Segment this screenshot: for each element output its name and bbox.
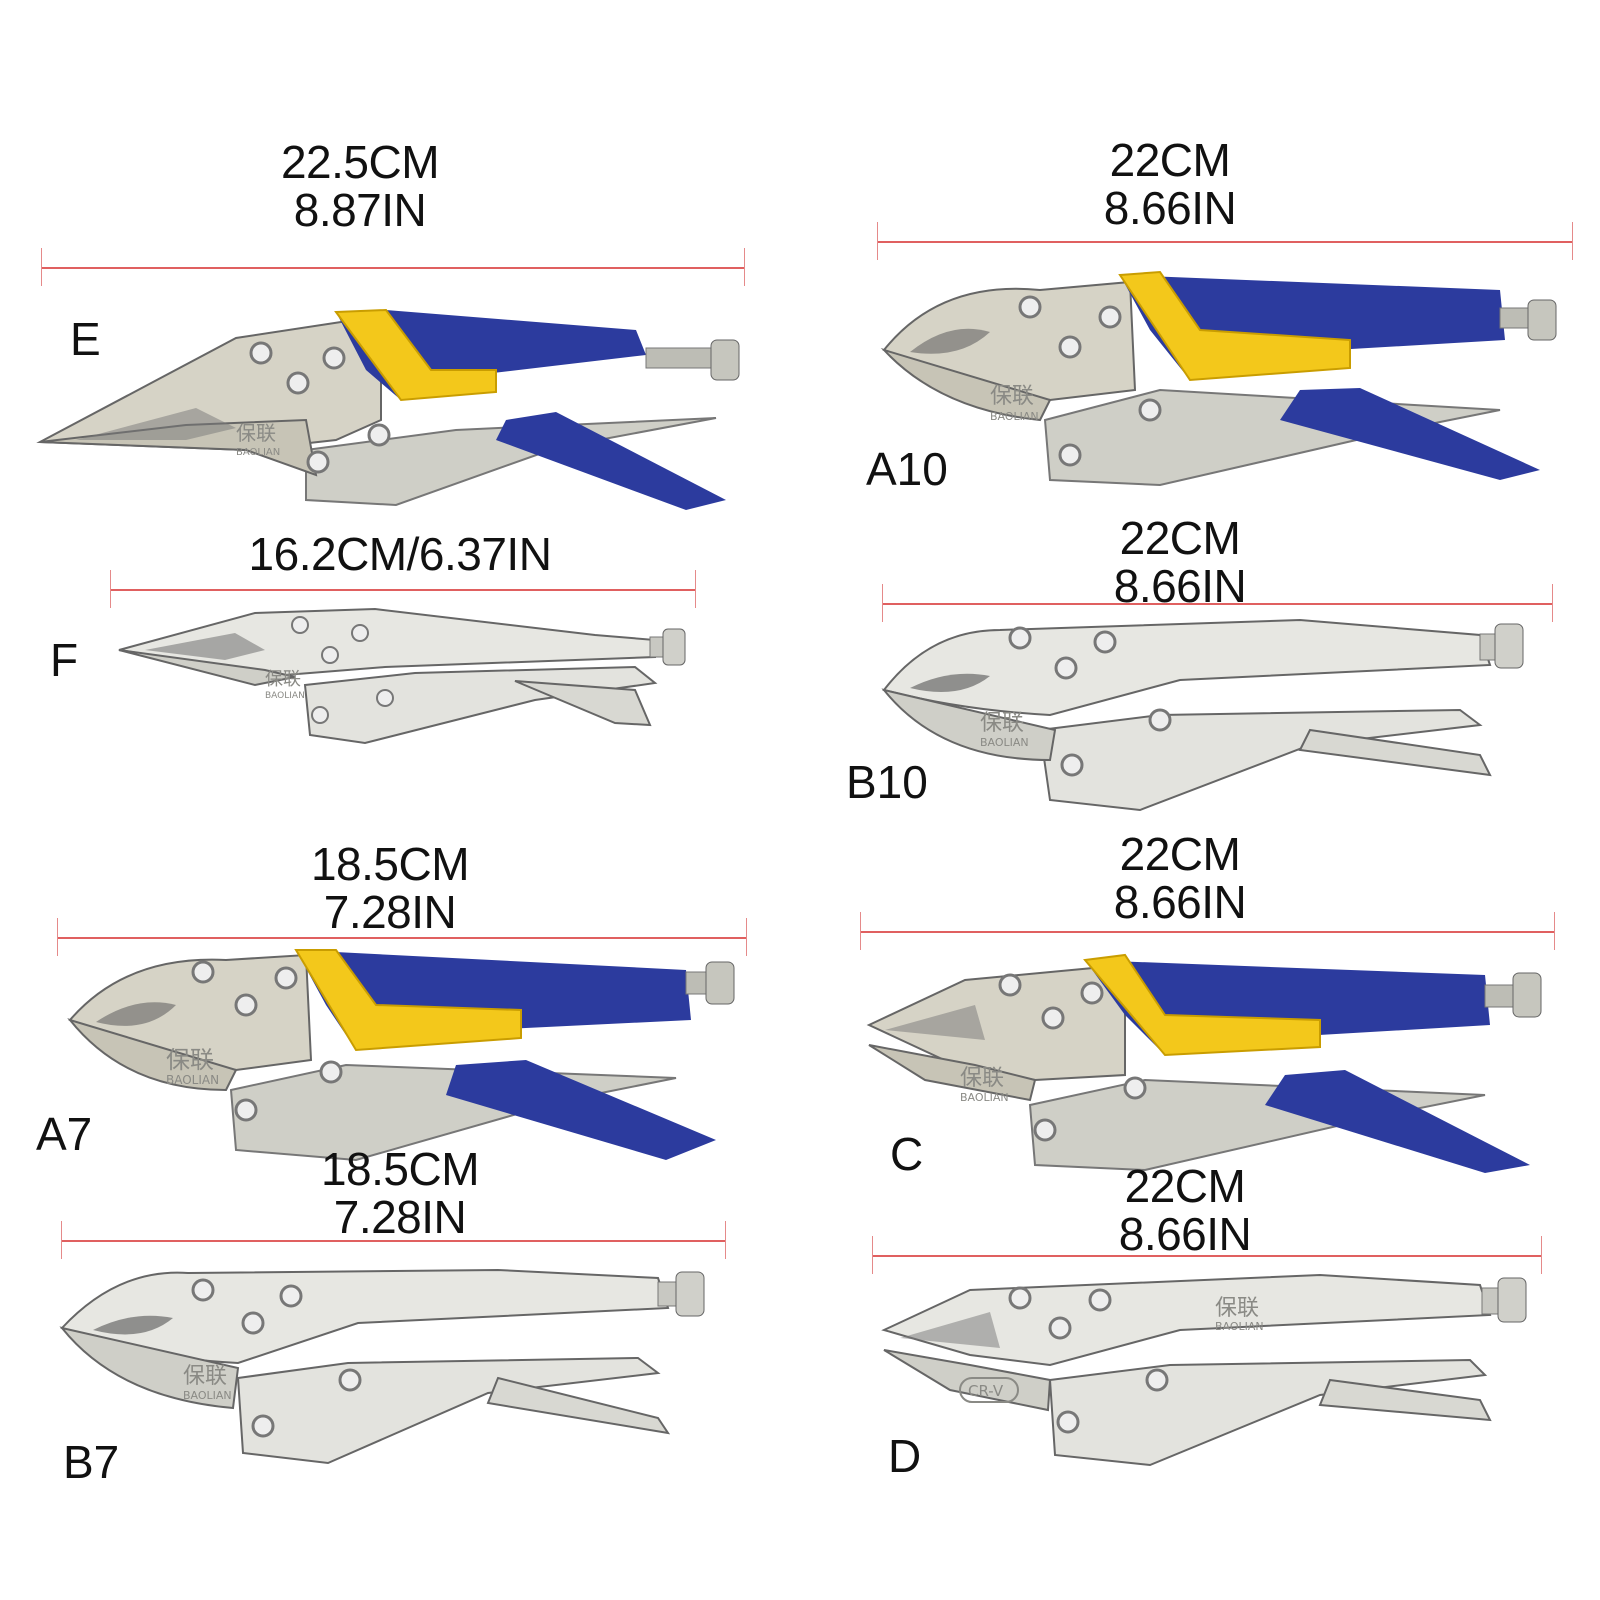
length-cm-B10: 22CM (1119, 512, 1241, 564)
brand-mark-B10: 保联 (980, 711, 1024, 736)
tool-label-A10: A10 (866, 443, 948, 495)
brand-mark-E: 保联 (236, 421, 276, 445)
brand-mark-F: 保联 (265, 669, 301, 690)
dimension-B7: 18.5CM 7.28IN (270, 1145, 530, 1241)
tool-label-A7: A7 (36, 1108, 93, 1160)
length-in-B10: 8.66IN (1113, 560, 1247, 612)
length-cm-E: 22.5CM (280, 136, 440, 188)
locking-pliers-D: 保联 BAOLIAN CR-V (881, 1273, 1527, 1467)
brand-mark-A7: 保联 (166, 1046, 214, 1074)
brand-name-A7: BAOLIAN (166, 1073, 219, 1087)
brand-name-E: BAOLIAN (236, 447, 280, 458)
brand-mark-D: 保联 (1215, 1296, 1259, 1321)
ruler-D (872, 1236, 1542, 1274)
brand-name-B10: BAOLIAN (980, 736, 1029, 749)
locking-pliers-B7: 保联 BAOLIAN (59, 1268, 705, 1465)
brand-name-C: BAOLIAN (960, 1091, 1009, 1104)
length-in-E: 8.87IN (293, 184, 427, 236)
locking-pliers-A7: 保联 BAOLIAN (67, 949, 735, 1162)
brand-name-A10: BAOLIAN (990, 410, 1039, 423)
dimension-F: 16.2CM/6.37IN (210, 530, 590, 578)
dimension-B10: 22CM 8.66IN (1050, 514, 1310, 610)
tool-label-B7: B7 (63, 1436, 120, 1488)
dimension-E: 22.5CM 8.87IN (230, 138, 490, 234)
tool-label-C: C (890, 1128, 924, 1180)
length-cm-B7: 18.5CM (320, 1143, 480, 1195)
ruler-F (110, 570, 696, 608)
ruler-B10 (882, 584, 1553, 622)
length-in-A7: 7.28IN (323, 886, 457, 938)
locking-pliers-A10: 保联 BAOLIAN (880, 270, 1557, 487)
dimension-A7: 18.5CM 7.28IN (260, 840, 520, 936)
length-cm-A7: 18.5CM (310, 838, 470, 890)
locking-pliers-B10: 保联 BAOLIAN (881, 618, 1524, 812)
tool-label-F: F (50, 634, 79, 686)
dimension-A10: 22CM 8.66IN (1040, 136, 1300, 232)
length-cm-C: 22CM (1119, 828, 1241, 880)
tool-label-B10: B10 (846, 756, 928, 808)
ruler-A7 (57, 918, 747, 956)
ruler-B7 (61, 1221, 726, 1259)
material-mark-D: CR-V (968, 1382, 1004, 1400)
length-cm-D: 22CM (1124, 1160, 1246, 1212)
brand-name-B7: BAOLIAN (183, 1389, 232, 1402)
tool-label-D: D (888, 1430, 922, 1482)
ruler-E (41, 248, 745, 286)
locking-pliers-E: 保联 BAOLIAN (36, 308, 740, 510)
dimension-D: 22CM 8.66IN (1055, 1162, 1315, 1258)
length-combined-F: 16.2CM/6.37IN (248, 528, 552, 580)
length-cm-A10: 22CM (1109, 134, 1231, 186)
locking-pliers-C: 保联 BAOLIAN (866, 953, 1542, 1173)
brand-mark-B7: 保联 (183, 1364, 227, 1389)
locking-pliers-F: 保联 BAOLIAN (118, 607, 686, 745)
ruler-C (860, 912, 1555, 950)
dimension-C: 22CM 8.66IN (1050, 830, 1310, 926)
brand-name-D: BAOLIAN (1215, 1320, 1264, 1333)
length-in-C: 8.66IN (1113, 876, 1247, 928)
length-in-A10: 8.66IN (1103, 182, 1237, 234)
brand-mark-A10: 保联 (990, 384, 1034, 409)
length-in-D: 8.66IN (1118, 1208, 1252, 1260)
brand-mark-C: 保联 (960, 1066, 1004, 1091)
tool-label-E: E (70, 313, 101, 365)
brand-name-F: BAOLIAN (265, 691, 305, 701)
length-in-B7: 7.28IN (333, 1191, 467, 1243)
ruler-A10 (877, 222, 1573, 260)
